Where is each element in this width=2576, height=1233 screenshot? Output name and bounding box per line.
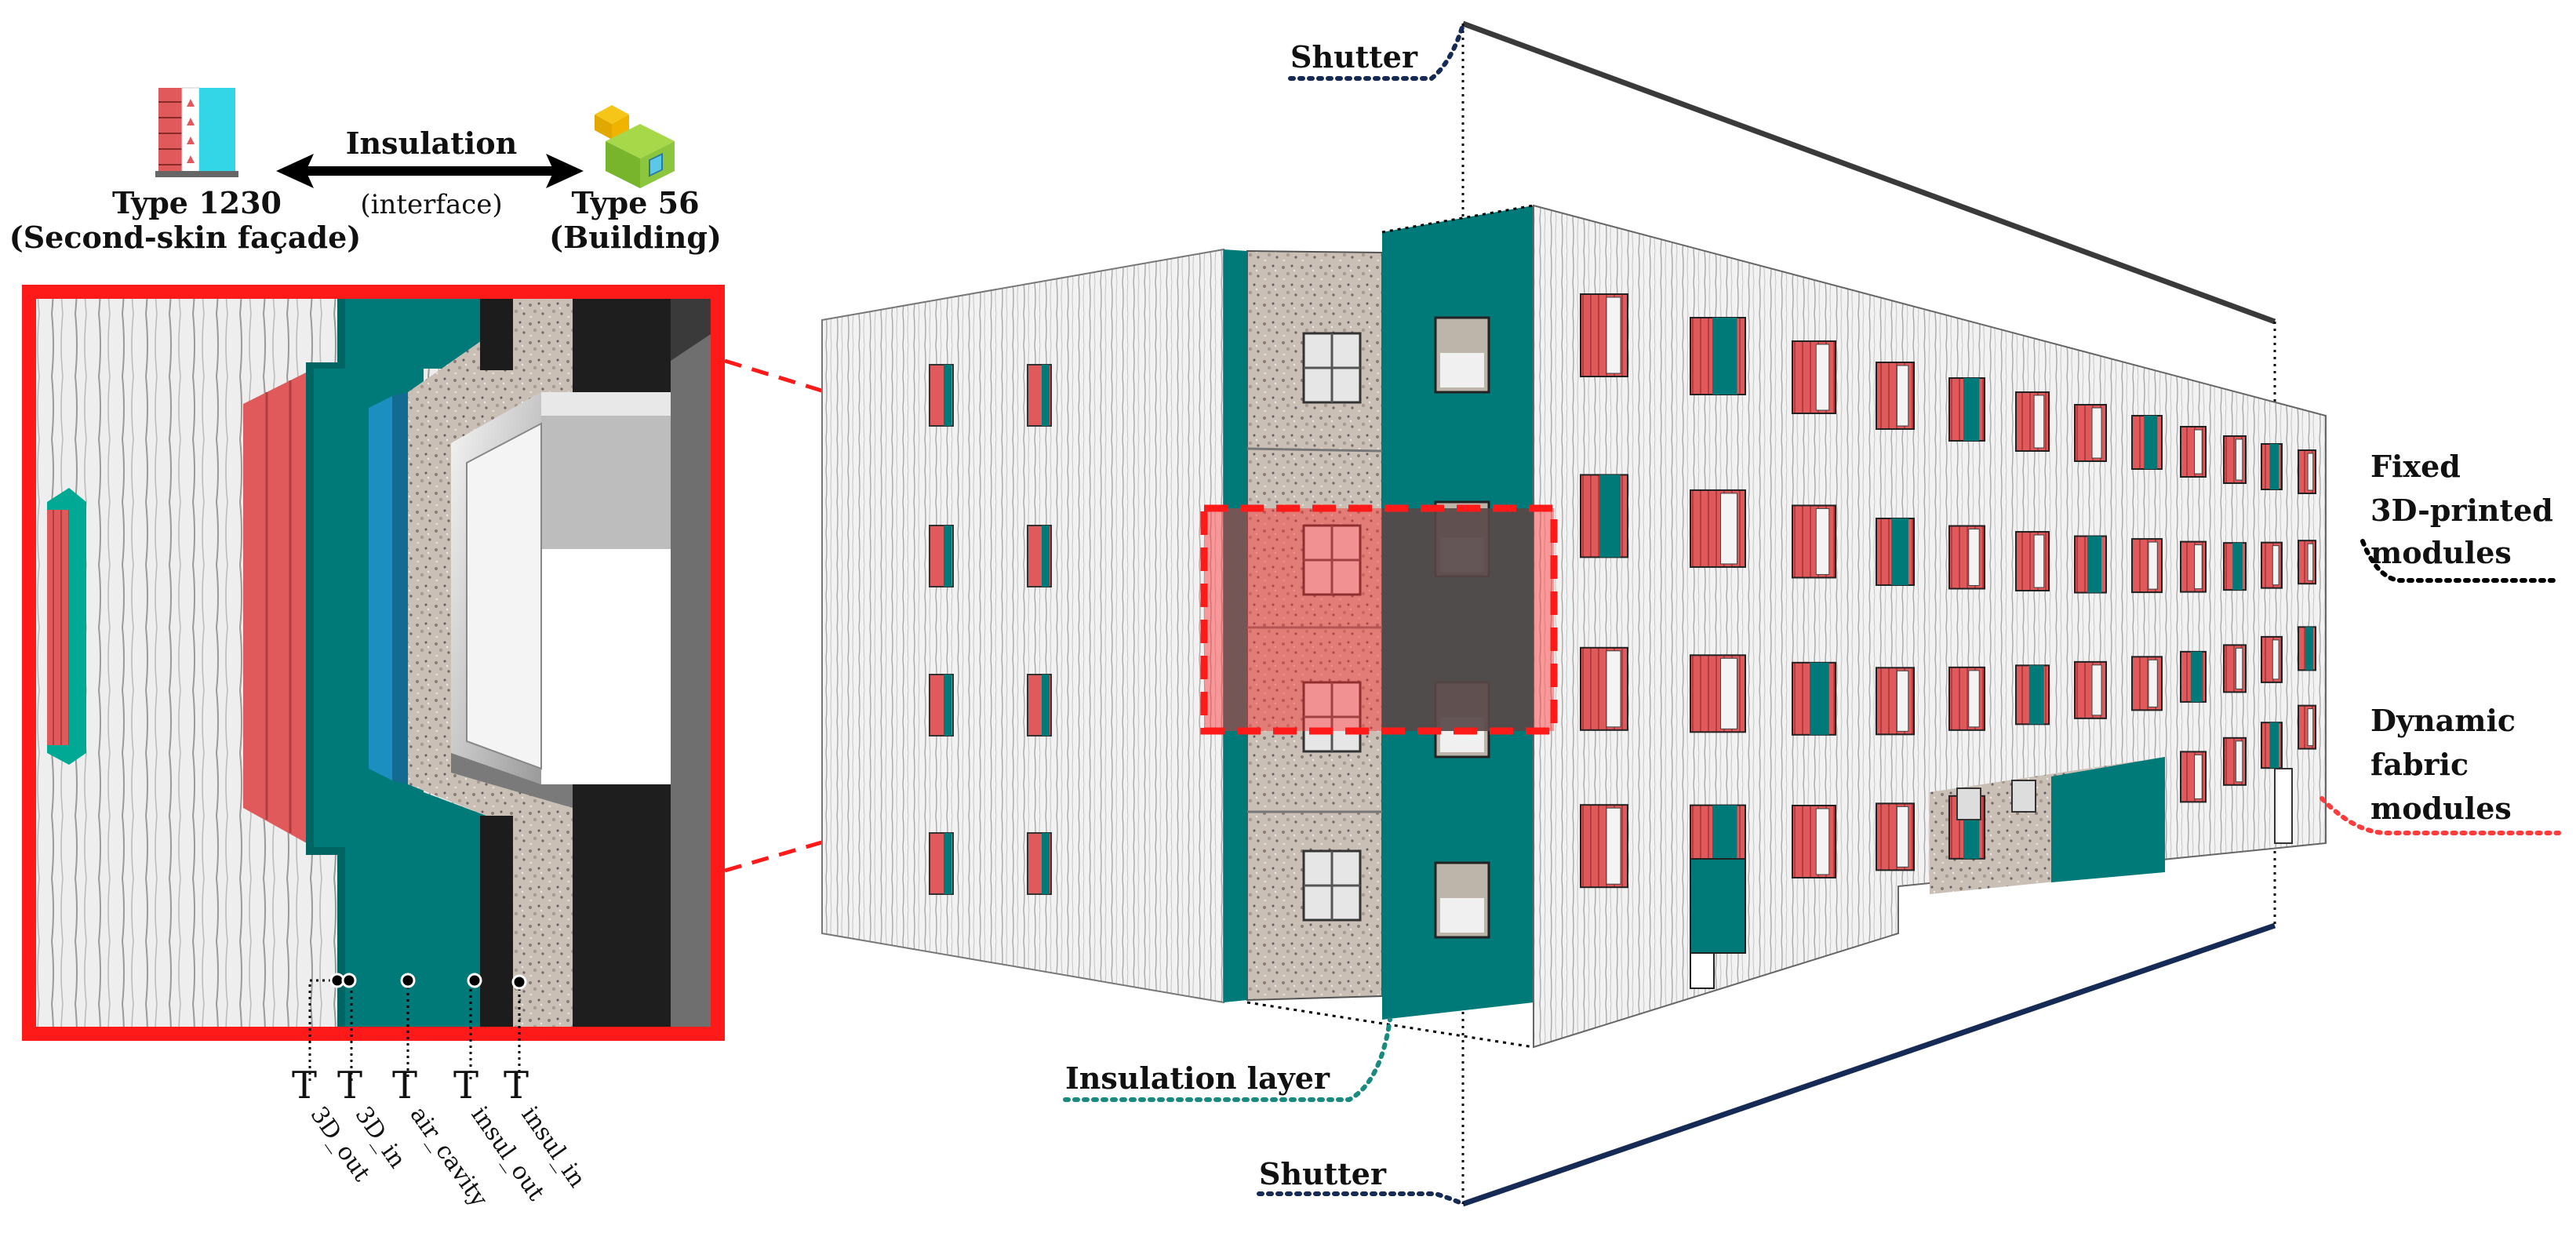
shutter-top-label: Shutter bbox=[1290, 39, 1418, 75]
temperature-symbol: T bbox=[453, 1064, 478, 1108]
entrance-door bbox=[1690, 858, 1746, 954]
facade-type-label: Type 1230 bbox=[112, 185, 282, 220]
zoom-frame bbox=[22, 285, 725, 1041]
building-cube-icon bbox=[595, 105, 675, 188]
callout-shutter-top: Shutter bbox=[1288, 23, 1465, 81]
printed-facade-main bbox=[1533, 204, 2327, 1049]
recess-window bbox=[2011, 780, 2036, 813]
building-type-description: (Building) bbox=[549, 220, 722, 255]
printed-panel-left bbox=[821, 248, 1224, 1004]
facade-door bbox=[2274, 768, 2293, 844]
callout-dynamic-modules: Dynamic fabric modules bbox=[2319, 703, 2561, 835]
fixed-modules-label-line2: 3D-printed bbox=[2370, 493, 2553, 528]
recess-window bbox=[1956, 787, 1981, 820]
second-skin-facade-icon bbox=[155, 87, 238, 177]
interface-label: Insulation bbox=[346, 125, 517, 161]
callout-shutter-bottom: Shutter bbox=[1257, 1156, 1465, 1206]
building-type-label: Type 56 bbox=[571, 185, 699, 220]
callout-insulation-layer: Insulation layer bbox=[1063, 1017, 1392, 1102]
double-arrow-icon bbox=[276, 154, 584, 188]
dynamic-modules-label-line1: Dynamic bbox=[2370, 703, 2516, 738]
facade-type-description: (Second-skin façade) bbox=[9, 220, 362, 255]
dynamic-modules-label-line3: modules bbox=[2370, 791, 2512, 826]
interface-sublabel: (interface) bbox=[360, 189, 502, 220]
temperature-symbol: T bbox=[392, 1064, 417, 1108]
insulation-layer-label: Insulation layer bbox=[1065, 1060, 1330, 1096]
fixed-modules-label-line3: modules bbox=[2370, 535, 2512, 570]
temperature-probe-points bbox=[329, 973, 527, 990]
temperature-labels: T 3D_out T 3D_in T air_cavity T insul_ou… bbox=[292, 1064, 591, 1212]
fixed-modules-label-line1: Fixed bbox=[2370, 449, 2461, 484]
wall-section-detail bbox=[22, 285, 725, 1041]
zoom-region-highlight bbox=[1200, 504, 1558, 735]
temperature-symbol: T bbox=[504, 1064, 529, 1108]
callout-fixed-modules: Fixed 3D-printed modules bbox=[2360, 449, 2561, 583]
temperature-symbol: T bbox=[292, 1064, 317, 1108]
header-legend: Type 1230 (Second-skin façade) Insulatio… bbox=[9, 87, 722, 255]
dynamic-modules-label-line2: fabric bbox=[2370, 747, 2469, 782]
building-exploded-view bbox=[821, 20, 2327, 1207]
shutter-bottom-label: Shutter bbox=[1259, 1156, 1387, 1191]
temperature-symbol: T bbox=[337, 1064, 362, 1108]
